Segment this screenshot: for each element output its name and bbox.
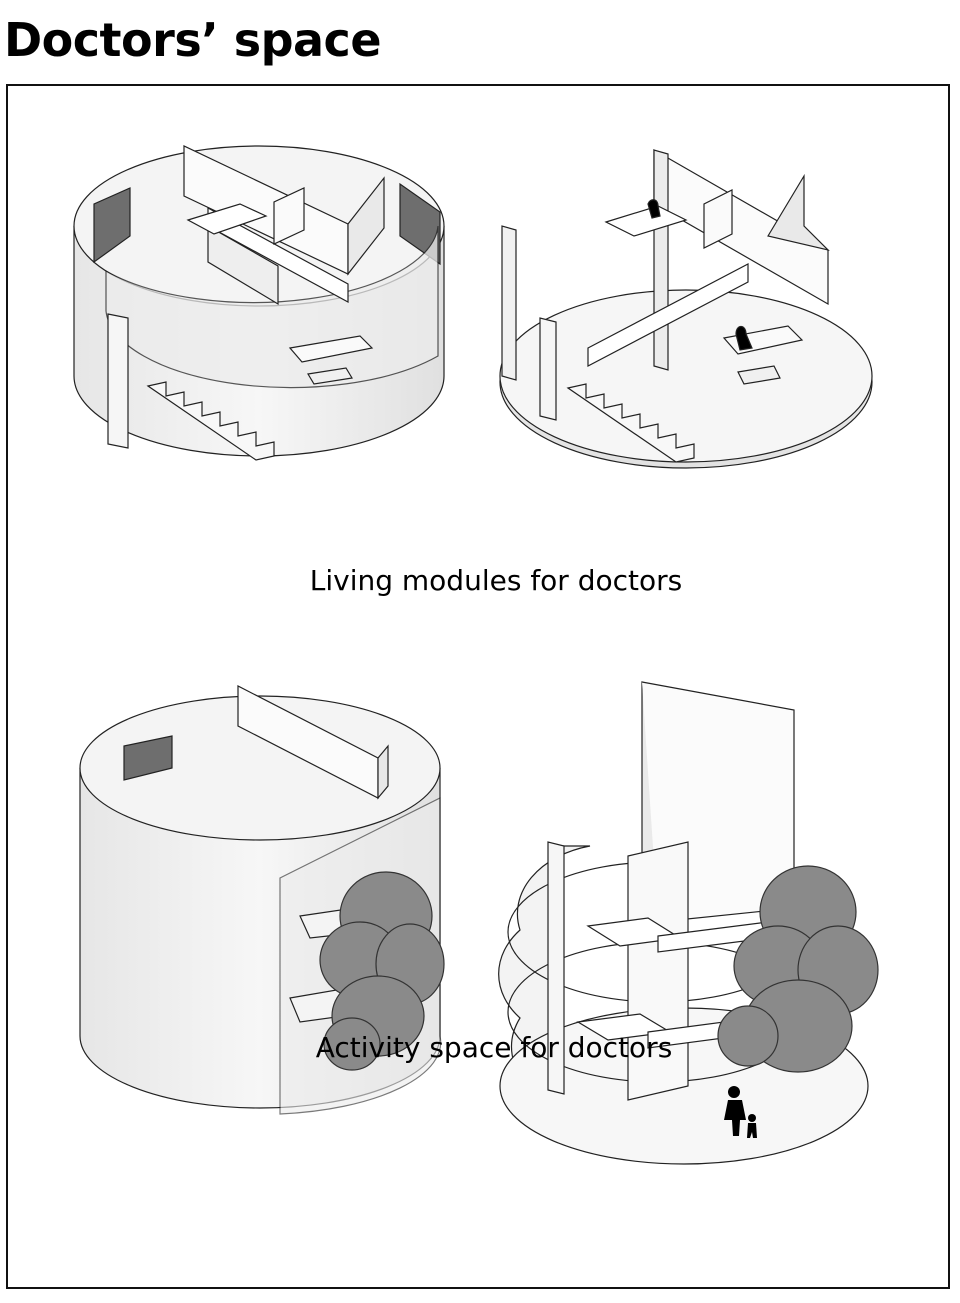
tree-foliage	[717, 865, 879, 1073]
living-modules-caption: Living modules for doctors	[309, 564, 683, 597]
tree-foliage	[319, 871, 445, 1071]
activity-space-caption: Activity space for doctors	[315, 1031, 673, 1064]
seated-person-figure	[735, 325, 753, 351]
adult-and-child-figures	[724, 1086, 757, 1138]
enclosed-cylinder-activity-space	[79, 685, 445, 1115]
illustration-canvas	[73, 145, 879, 1165]
open-cutaway-living-module	[499, 148, 873, 469]
drawing-frame: Living modules for doctors Activity spac…	[6, 84, 950, 1289]
enclosed-cylinder-living-module	[73, 145, 445, 461]
open-cutaway-activity-space	[498, 681, 879, 1165]
page-title: Doctors’ space	[4, 13, 382, 67]
resting-person-figure	[647, 199, 661, 219]
